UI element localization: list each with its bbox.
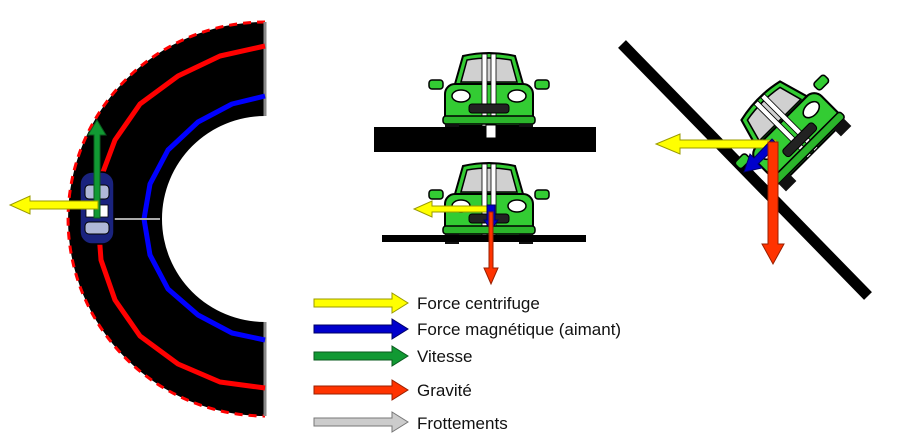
arrow-gravite-banked (761, 141, 785, 266)
arrow-gravite-front-view (483, 211, 499, 286)
legend-swatch-centrifuge (313, 292, 409, 314)
arrow-centrifuge-banked (654, 133, 777, 155)
legend: Force centrifuge Force magnétique (aiman… (313, 292, 621, 433)
arrow-centrifuge-top-view (8, 195, 99, 215)
legend-label-magnetique: Force magnétique (aimant) (417, 320, 621, 339)
legend-item-magnetique: Force magnétique (aimant) (313, 318, 621, 340)
legend-swatch-frottements (313, 411, 409, 433)
car-banked (712, 52, 865, 205)
legend-label-gravite: Gravité (417, 381, 472, 400)
arrow-vitesse-top-view (87, 119, 107, 219)
legend-item-centrifuge: Force centrifuge (313, 292, 540, 314)
legend-label-vitesse: Vitesse (417, 347, 472, 366)
car-front-top (428, 52, 550, 135)
road-line-bottom (382, 235, 586, 242)
legend-item-vitesse: Vitesse (313, 345, 472, 367)
legend-swatch-vitesse (313, 345, 409, 367)
legend-label-centrifuge: Force centrifuge (417, 294, 540, 313)
legend-label-frottements: Frottements (417, 414, 508, 433)
road-slab-with-rail (374, 124, 596, 152)
legend-item-frottements: Frottements (313, 411, 508, 433)
legend-swatch-magnetique (313, 318, 409, 340)
arrow-centrifuge-front-view (412, 200, 489, 218)
track-surface (68, 22, 265, 416)
track-outer-edge (66, 20, 266, 418)
legend-item-gravite: Gravité (313, 379, 472, 401)
legend-swatch-gravite (313, 379, 409, 401)
